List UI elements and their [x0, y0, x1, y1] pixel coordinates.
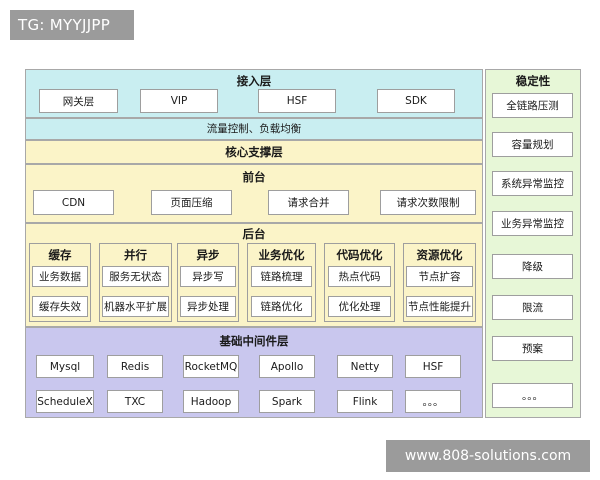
column-item: 机器水平扩展: [102, 296, 169, 317]
middleware-item-mysql: Mysql: [36, 355, 94, 378]
stability-title: 稳定性: [515, 74, 551, 88]
column-item: 异步写: [180, 266, 236, 287]
column-item: 服务无状态: [102, 266, 169, 287]
middleware-item-netty: Netty: [337, 355, 393, 378]
stability-item-capacity-plan: 容量规划: [492, 132, 573, 157]
middleware-item-redis: Redis: [107, 355, 163, 378]
column-title: 缓存: [48, 248, 72, 262]
access-layer-title: 接入层: [236, 74, 272, 88]
middleware-item-more: 。。。: [405, 390, 461, 413]
column-title: 资源优化: [416, 248, 463, 262]
column-title: 代码优化: [336, 248, 383, 262]
stability-item-business-monitor: 业务异常监控: [492, 211, 573, 236]
column-item: 业务数据: [32, 266, 88, 287]
middleware-item-hadoop: Hadoop: [183, 390, 239, 413]
backend-title: 后台: [242, 227, 266, 241]
column-item: 优化处理: [328, 296, 391, 317]
traffic-control-band: 流量控制、负载均衡: [25, 118, 483, 140]
stability-item-rate-limit: 限流: [492, 295, 573, 320]
column-title: 并行: [124, 248, 147, 262]
column-title: 异步: [196, 248, 220, 262]
frontend-item-cdn: CDN: [33, 190, 114, 215]
frontend-title: 前台: [242, 170, 266, 184]
column-item: 链路优化: [251, 296, 312, 317]
access-item-vip: VIP: [140, 89, 218, 113]
frontend-item-request-merge: 请求合并: [268, 190, 349, 215]
stability-item-contingency: 预案: [492, 336, 573, 361]
middleware-item-flink: Flink: [337, 390, 393, 413]
frontend-item-page-compress: 页面压缩: [151, 190, 232, 215]
column-item: 缓存失效: [32, 296, 88, 317]
core-support-title: 核心支撑层: [25, 140, 483, 164]
middleware-item-schedulex: ScheduleX: [36, 390, 94, 413]
middleware-item-txc: TXC: [107, 390, 163, 413]
access-item-hsf: HSF: [258, 89, 336, 113]
middleware-item-rocketmq: RocketMQ: [183, 355, 239, 378]
column-item: 链路梳理: [251, 266, 312, 287]
middleware-item-apollo: Apollo: [259, 355, 315, 378]
stability-item-full-link-test: 全链路压测: [492, 93, 573, 118]
column-item: 节点性能提升: [406, 296, 473, 317]
stability-item-system-monitor: 系统异常监控: [492, 171, 573, 196]
access-item-sdk: SDK: [377, 89, 455, 113]
watermark-top-left: TG: MYYJJPP: [10, 10, 134, 40]
middleware-item-hsf: HSF: [405, 355, 461, 378]
column-title: 业务优化: [258, 248, 305, 262]
column-item: 热点代码: [328, 266, 391, 287]
stability-item-more: 。。。: [492, 383, 573, 408]
middleware-title: 基础中间件层: [219, 334, 289, 348]
access-item-gateway: 网关层: [39, 89, 118, 113]
column-item: 异步处理: [180, 296, 236, 317]
stability-column: 稳定性: [485, 69, 581, 418]
watermark-bottom-right: www.808-solutions.com: [386, 440, 590, 472]
stability-item-degrade: 降级: [492, 254, 573, 279]
column-item: 节点扩容: [406, 266, 473, 287]
middleware-item-spark: Spark: [259, 390, 315, 413]
frontend-item-request-limit: 请求次数限制: [380, 190, 476, 215]
